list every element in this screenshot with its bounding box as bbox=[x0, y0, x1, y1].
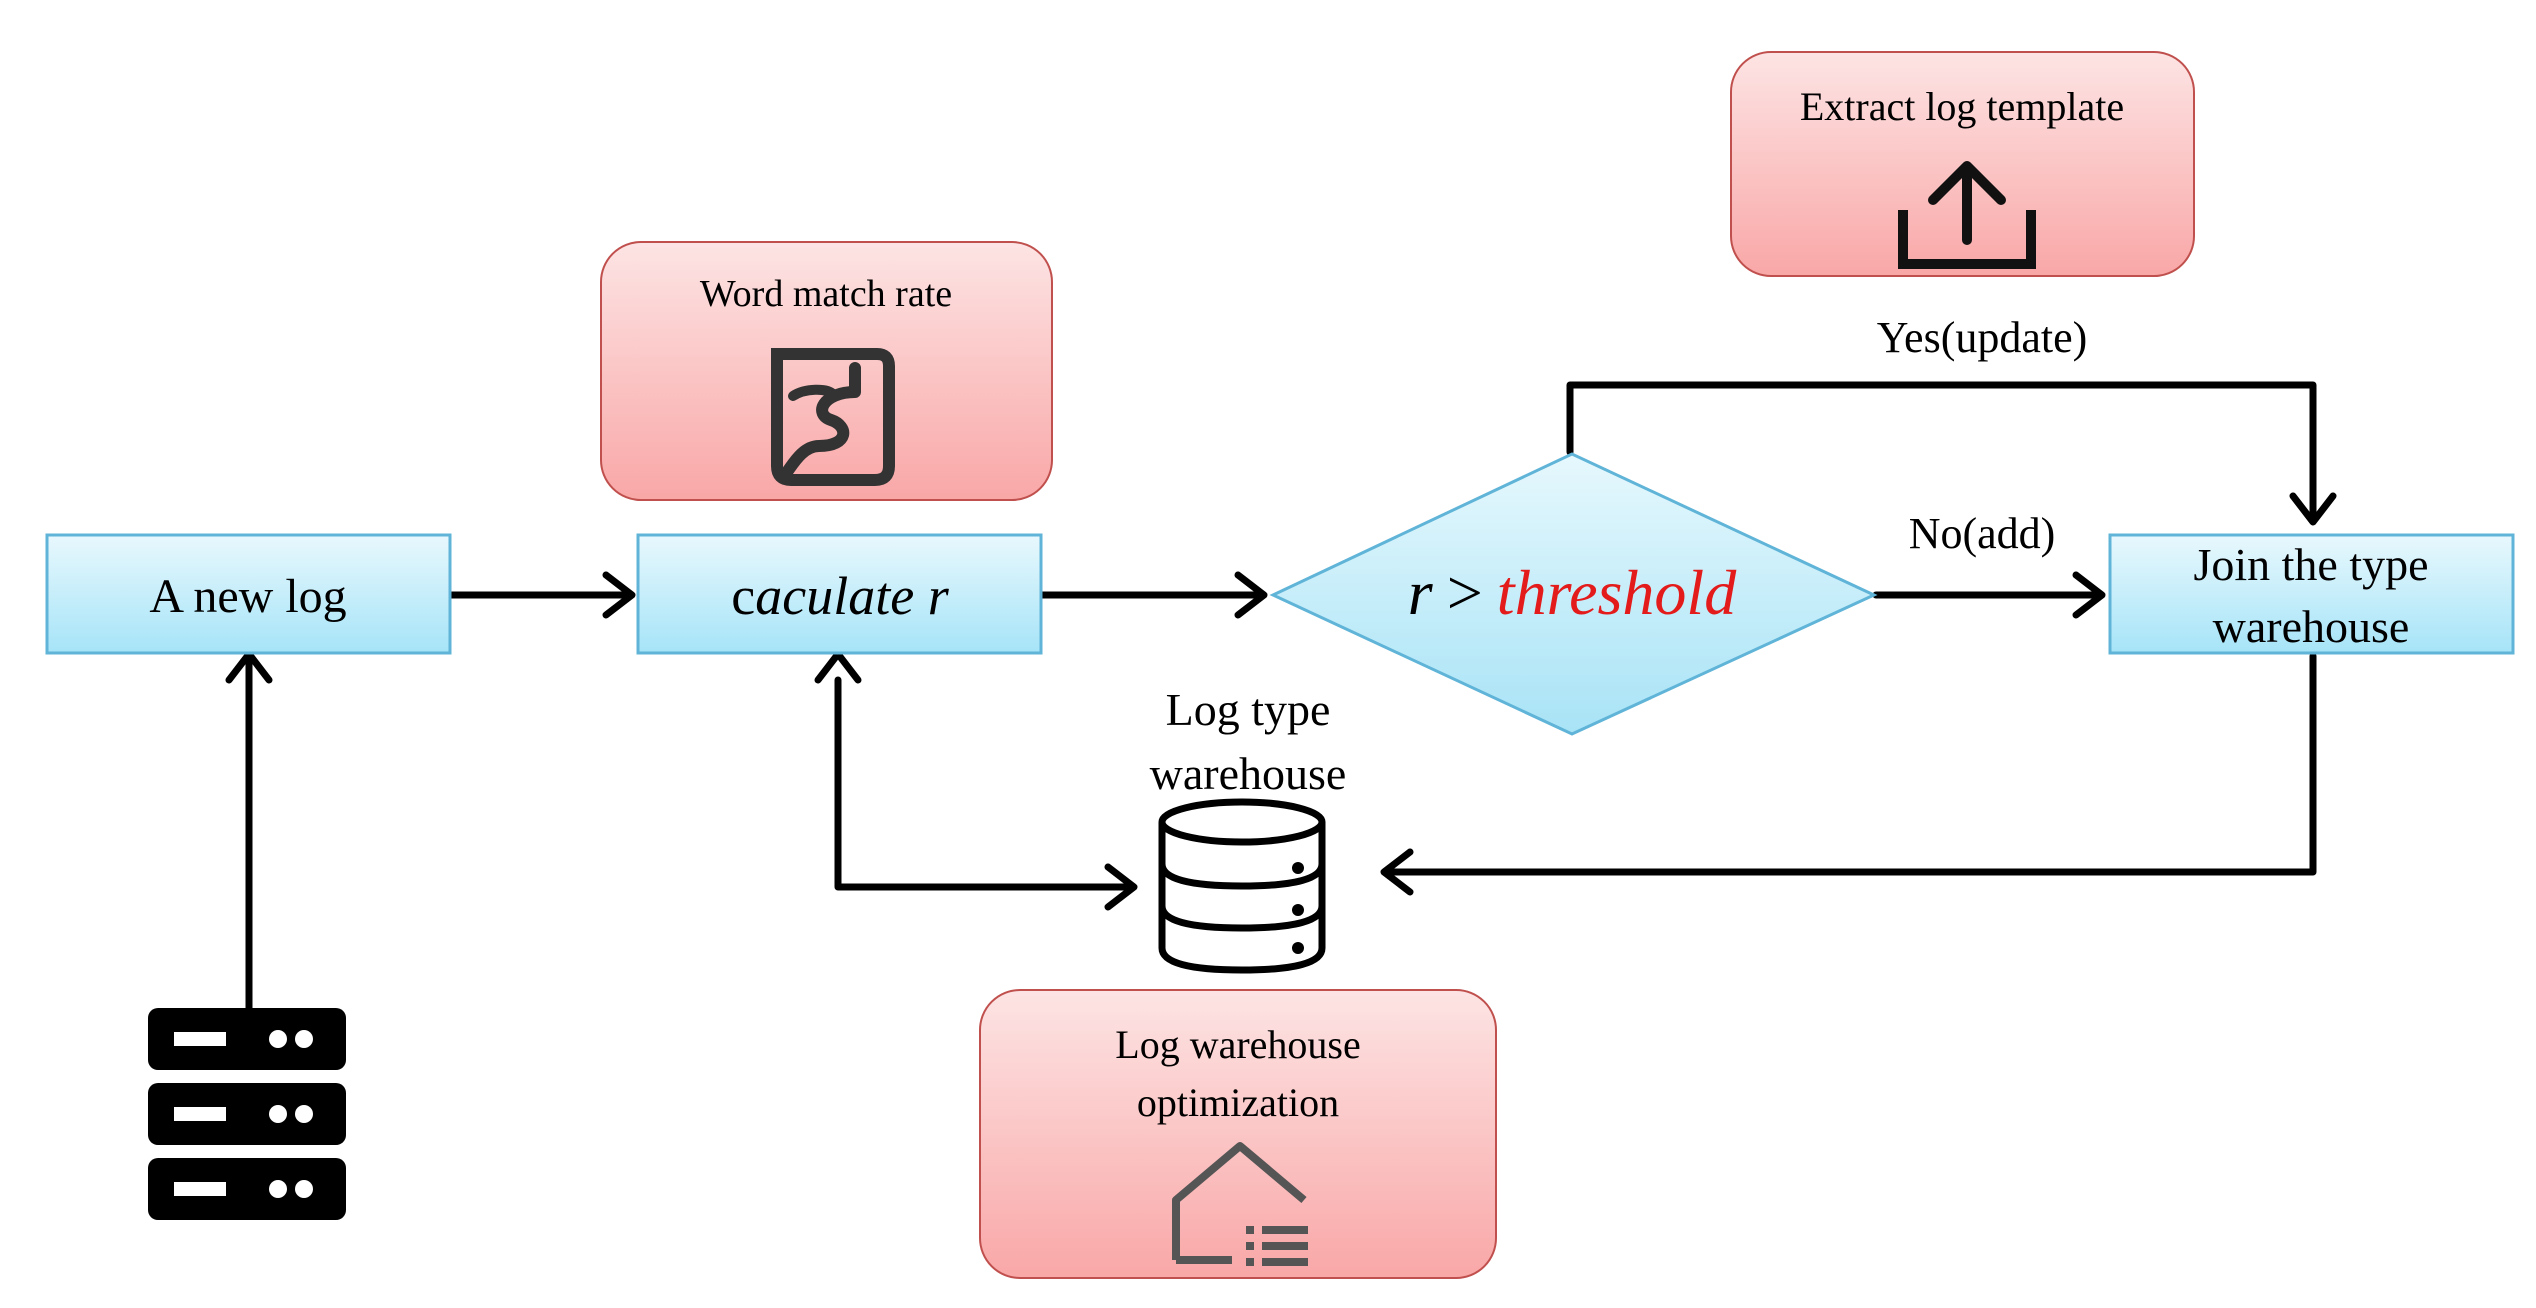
yes-update-label: Yes(update) bbox=[1877, 313, 2088, 362]
new-log-label: A new log bbox=[149, 570, 346, 623]
warehouse-label-line2: warehouse bbox=[1150, 748, 1347, 799]
extract-log-template-label: Extract log template bbox=[1800, 84, 2124, 129]
join-label-line2: warehouse bbox=[2213, 601, 2410, 652]
word-match-rate-box: Word match rate bbox=[600, 241, 1053, 501]
extract-log-template-box: Extract log template bbox=[1730, 51, 2195, 277]
word-match-rate-label: Word match rate bbox=[700, 273, 952, 315]
join-warehouse-node: Join the type warehouse bbox=[2108, 533, 2515, 655]
edge-calculate-warehouse bbox=[834, 676, 1136, 891]
calculate-r-node: caculate r bbox=[636, 533, 1043, 655]
upload-icon bbox=[1898, 161, 2036, 269]
connectors bbox=[225, 381, 2337, 1012]
database-icon bbox=[1158, 798, 1326, 974]
threshold-decision-node: r>threshold bbox=[1269, 452, 1878, 736]
edge-join-to-warehouse bbox=[1382, 652, 2317, 876]
optimization-label-line2: optimization bbox=[1137, 1080, 1339, 1125]
edge-decision-to-join-yes bbox=[1566, 381, 2317, 524]
log-warehouse-optimization-box: Log warehouse optimization bbox=[979, 989, 1497, 1279]
home-list-icon bbox=[1172, 1142, 1308, 1266]
warehouse-label-line1: Log type bbox=[1166, 684, 1331, 735]
merge-s-icon bbox=[771, 348, 895, 486]
decision-label: r>threshold bbox=[1408, 557, 1737, 628]
server-rack-icon bbox=[148, 1008, 346, 1220]
no-add-label: No(add) bbox=[1909, 509, 2056, 558]
join-label-line1: Join the type bbox=[2193, 539, 2428, 590]
optimization-label-line1: Log warehouse bbox=[1115, 1022, 1360, 1067]
calculate-r-label: caculate r bbox=[731, 566, 949, 626]
log-type-warehouse-node: Log type warehouse bbox=[1150, 684, 1347, 974]
new-log-node: A new log bbox=[45, 533, 452, 655]
